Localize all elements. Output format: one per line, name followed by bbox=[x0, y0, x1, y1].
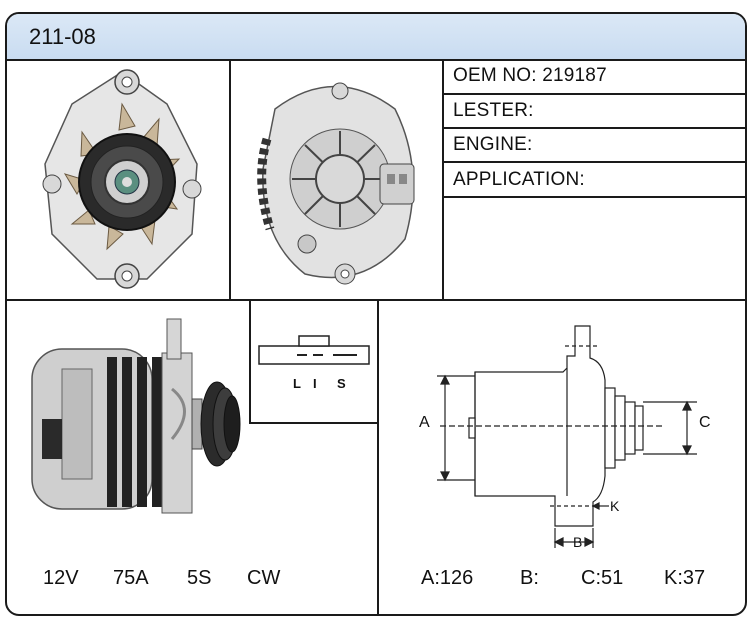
application-label: APPLICATION: bbox=[453, 169, 585, 190]
lester-label: LESTER: bbox=[453, 100, 534, 121]
col-divider-1 bbox=[229, 59, 231, 299]
oem-row: OEM NO: 219187 bbox=[453, 65, 607, 87]
row-divider bbox=[7, 299, 745, 301]
oem-label: OEM NO: bbox=[453, 65, 537, 86]
pin-label-s: S bbox=[337, 376, 346, 391]
dimension-c-value: C:51 bbox=[581, 567, 624, 589]
amperage-value: 75A bbox=[113, 567, 149, 589]
engine-label: ENGINE: bbox=[453, 134, 533, 155]
bottom-col-divider-1 bbox=[249, 301, 251, 424]
spec-divider-3 bbox=[442, 161, 745, 163]
connector-diagram bbox=[258, 335, 370, 365]
spec-divider-4 bbox=[442, 196, 745, 198]
application-row: APPLICATION: bbox=[453, 169, 585, 191]
pin-label-l: L bbox=[293, 376, 301, 391]
lester-row: LESTER: bbox=[453, 100, 534, 122]
dimension-label-a: A bbox=[419, 414, 430, 431]
spec-divider-1 bbox=[442, 93, 745, 95]
part-number-title: 211-08 bbox=[29, 24, 96, 49]
alternator-side-view-image bbox=[31, 318, 241, 514]
spec-divider-2 bbox=[442, 127, 745, 129]
dimension-a-value: A:126 bbox=[421, 567, 474, 589]
col-divider-2 bbox=[442, 59, 444, 299]
dimension-k-value: K:37 bbox=[664, 567, 706, 589]
engine-row: ENGINE: bbox=[453, 134, 533, 156]
header-bar: 211-08 bbox=[7, 14, 745, 61]
bottom-col-divider-2 bbox=[377, 301, 379, 614]
connector-box-bottom bbox=[249, 422, 378, 424]
voltage-value: 12V bbox=[43, 567, 79, 589]
alternator-front-view-image bbox=[42, 69, 202, 289]
dimension-drawing bbox=[437, 325, 697, 548]
dimension-label-k: K bbox=[610, 498, 620, 514]
pin-label-i: I bbox=[313, 376, 317, 391]
dimension-b-value: B: bbox=[520, 567, 539, 589]
product-sheet: 211-08 OEM NO: 219187 LESTER: ENGINE: AP… bbox=[5, 12, 747, 616]
dimension-label-c: C bbox=[699, 414, 711, 431]
dimension-label-b: B bbox=[573, 534, 583, 550]
rotation-value: CW bbox=[247, 567, 281, 589]
grooves-value: 5S bbox=[187, 567, 212, 589]
alternator-rear-view-image bbox=[257, 82, 415, 285]
oem-value: 219187 bbox=[542, 65, 607, 86]
